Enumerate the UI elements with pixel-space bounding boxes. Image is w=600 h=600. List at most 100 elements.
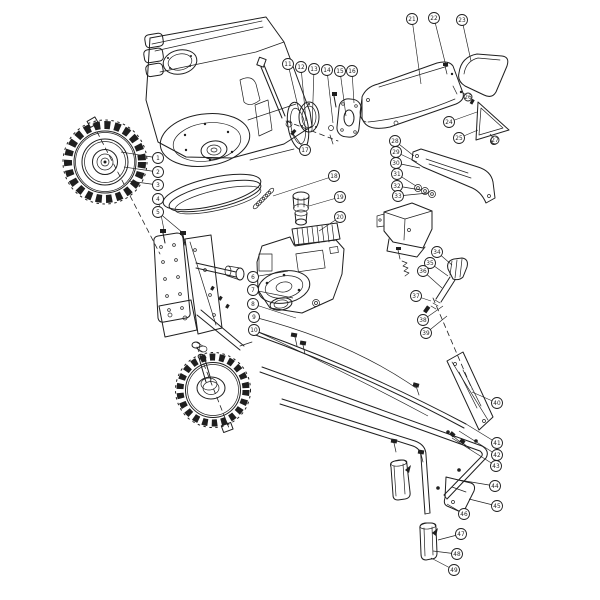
flange-bearing-part <box>298 101 320 133</box>
callout-balloon-33: 33 <box>392 190 429 202</box>
callout-balloon-5: 5 <box>152 206 184 234</box>
upper-handle-tube <box>259 366 483 452</box>
svg-text:21: 21 <box>408 17 416 23</box>
svg-text:48: 48 <box>453 552 461 558</box>
callout-balloon-46: 46 <box>446 503 470 520</box>
svg-text:18: 18 <box>330 174 338 180</box>
callout-balloon-7: 7 <box>247 284 294 299</box>
svg-text:2: 2 <box>156 170 160 176</box>
shift-lever-part <box>423 257 473 390</box>
axle-clip <box>86 116 99 128</box>
svg-text:10: 10 <box>250 328 258 334</box>
callout-balloon-40: 40 <box>471 391 503 409</box>
callout-balloon-35: 35 <box>424 257 449 277</box>
svg-text:46: 46 <box>460 512 468 518</box>
callout-balloon-11: 11 <box>282 58 300 112</box>
svg-text:4: 4 <box>156 197 160 203</box>
callout-balloon-37: 37 <box>410 290 432 302</box>
svg-text:17: 17 <box>301 148 309 154</box>
svg-text:34: 34 <box>433 250 441 256</box>
callout-balloon-31: 31 <box>391 168 417 187</box>
axle-clip <box>220 421 234 433</box>
callout-balloon-8: 8 <box>247 298 297 319</box>
svg-text:31: 31 <box>393 172 401 178</box>
callout-balloon-34: 34 <box>431 246 453 266</box>
svg-text:36: 36 <box>419 269 427 275</box>
lower-handle-tube <box>279 398 416 447</box>
axle-centerline <box>196 346 230 429</box>
svg-text:8: 8 <box>251 302 255 308</box>
speed-control-rod <box>249 328 467 425</box>
rear-wheel-part <box>175 341 251 433</box>
callout-balloon-10: 10 <box>248 324 429 417</box>
insert-arrow <box>405 465 411 473</box>
engine-part <box>256 222 345 314</box>
callout-balloon-4: 4 <box>152 193 165 231</box>
front-wheel-part <box>62 116 161 255</box>
frame-bolt <box>160 229 166 233</box>
callout-balloon-3: 3 <box>128 179 164 191</box>
svg-text:16: 16 <box>348 69 356 75</box>
svg-text:32: 32 <box>393 184 401 190</box>
support-arm-part <box>411 148 496 204</box>
svg-text:41: 41 <box>493 441 501 447</box>
svg-text:37: 37 <box>412 294 420 300</box>
svg-text:19: 19 <box>336 195 344 201</box>
housing-gusset <box>239 77 261 105</box>
inspection-cover <box>162 49 198 75</box>
svg-text:7: 7 <box>251 288 255 294</box>
callout-balloon-19: 19 <box>308 191 346 207</box>
axle-shaft <box>198 355 212 383</box>
coupler-part <box>292 191 310 226</box>
handle-assembly <box>249 328 494 561</box>
skid-plate <box>158 299 198 338</box>
svg-text:26: 26 <box>464 95 472 101</box>
housing-hinge-bracket <box>143 32 164 78</box>
axle-clip <box>191 341 201 349</box>
svg-text:11: 11 <box>284 62 292 68</box>
svg-text:43: 43 <box>492 464 500 470</box>
handle-bracket <box>446 351 494 431</box>
callout-balloon-39: 39 <box>420 315 448 339</box>
frame-plate-assembly <box>153 229 253 351</box>
callout-balloon-24: 24 <box>443 111 478 128</box>
svg-text:22: 22 <box>430 16 438 22</box>
callout-balloon-18: 18 <box>272 170 340 197</box>
drive-belts-part <box>162 173 262 215</box>
callout-balloon-21: 21 <box>406 13 422 85</box>
svg-text:42: 42 <box>493 453 501 459</box>
svg-text:44: 44 <box>491 484 499 490</box>
svg-text:40: 40 <box>493 401 501 407</box>
bearing-plate-part <box>336 98 362 138</box>
chute-side-panel-part <box>458 53 509 97</box>
callout-balloon-23: 23 <box>456 14 472 62</box>
svg-text:12: 12 <box>297 65 305 71</box>
housing-bolt <box>328 92 337 145</box>
shaft-key <box>290 129 297 136</box>
svg-text:39: 39 <box>422 331 430 337</box>
callout-balloon-49: 49 <box>430 557 460 576</box>
callout-balloon-9: 9 <box>248 311 417 389</box>
insert-arrow <box>432 528 438 536</box>
handle-grip <box>390 459 411 501</box>
chute-bracket-part <box>469 98 510 145</box>
svg-text:30: 30 <box>392 161 400 167</box>
handle-grip <box>419 522 438 561</box>
handle-fasteners <box>290 332 478 536</box>
svg-text:6: 6 <box>251 275 255 281</box>
box-bolt <box>396 247 401 250</box>
box-spring <box>401 260 410 277</box>
axle-centerline <box>92 123 161 255</box>
svg-text:5: 5 <box>156 210 160 216</box>
callout-balloon-48: 48 <box>432 548 463 560</box>
svg-text:14: 14 <box>323 68 331 74</box>
callout-balloon-27: 27 <box>489 133 500 145</box>
belt-guide-plate <box>254 99 273 137</box>
callout-balloon-47: 47 <box>437 528 467 541</box>
callout-balloon-32: 32 <box>391 180 422 192</box>
callout-balloon-2: 2 <box>123 166 164 178</box>
svg-text:20: 20 <box>336 215 344 221</box>
svg-text:3: 3 <box>156 183 160 189</box>
